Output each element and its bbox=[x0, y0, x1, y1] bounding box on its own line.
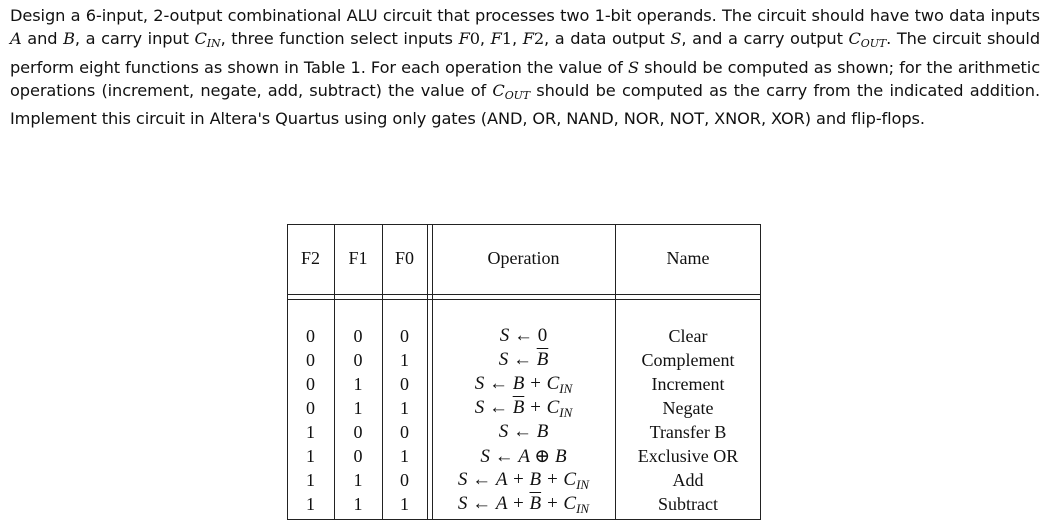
row3-operation: S ← B + CIN bbox=[474, 397, 573, 420]
problem-text-9: . The circuit should perform eight funct… bbox=[10, 29, 1041, 77]
f2-digit: 2 bbox=[533, 29, 545, 49]
row3-f0: 1 bbox=[400, 398, 409, 418]
col-divider-1 bbox=[334, 224, 335, 520]
row7-f2: 1 bbox=[306, 494, 315, 514]
row1-f1: 0 bbox=[353, 350, 363, 370]
row3-f1: 1 bbox=[353, 398, 363, 418]
row6-name: Add bbox=[672, 470, 704, 490]
f1-digit: 1 bbox=[501, 29, 512, 49]
header-rule-1 bbox=[287, 294, 761, 295]
header-name: Name bbox=[666, 248, 710, 268]
var-a: A bbox=[10, 29, 22, 49]
row5-f1: 0 bbox=[353, 446, 363, 466]
row7-operation: S ← A + B + CIN bbox=[457, 493, 590, 516]
row4-f1: 0 bbox=[353, 422, 363, 442]
function-table: F2 F1 F0 Operation Name 0 0 0 S ← 0 Clea… bbox=[287, 224, 761, 520]
header-f0: F0 bbox=[394, 248, 414, 268]
row4-operation: S ← B bbox=[498, 421, 549, 442]
table-frame bbox=[287, 224, 761, 520]
row2-f2: 0 bbox=[306, 374, 315, 394]
row3-op-expr: B + C bbox=[512, 397, 560, 418]
col-divider-4 bbox=[615, 224, 616, 520]
cin-symbol: C bbox=[194, 29, 207, 49]
header-operation: Operation bbox=[487, 248, 560, 268]
problem-text-2: and bbox=[21, 29, 64, 49]
row7-op-expr: A + B + C bbox=[495, 493, 577, 514]
row7-f0: 1 bbox=[400, 494, 409, 514]
row3-name: Negate bbox=[662, 398, 714, 418]
problem-text-10: should be computed as shown; for the ari… bbox=[10, 57, 1040, 100]
row0-f1: 0 bbox=[353, 326, 363, 346]
row1-operation: S ← B bbox=[498, 349, 549, 370]
row0-f0: 0 bbox=[400, 326, 409, 346]
f2-symbol: F bbox=[522, 29, 534, 49]
cout-symbol-2: C bbox=[492, 80, 505, 100]
row2-f1: 1 bbox=[353, 374, 363, 394]
row3-f2: 0 bbox=[306, 398, 315, 418]
problem-text-11: should be computed as the carry from the… bbox=[10, 80, 1040, 129]
row4-f2: 1 bbox=[306, 422, 315, 442]
problem-text-5: , bbox=[479, 29, 491, 49]
cout-subscript-2: OUT bbox=[504, 88, 531, 102]
problem-text-7: , a data output bbox=[544, 29, 671, 49]
problem-text-3: , a carry input bbox=[74, 29, 195, 49]
row6-f2: 1 bbox=[306, 470, 315, 490]
row2-f0: 0 bbox=[400, 374, 409, 394]
problem-text-6: , bbox=[511, 29, 523, 49]
row6-f1: 1 bbox=[353, 470, 363, 490]
var-s: S bbox=[670, 29, 682, 49]
header-rule-2 bbox=[287, 299, 761, 300]
col-divider-3 bbox=[427, 224, 428, 520]
header-f2: F2 bbox=[300, 248, 320, 268]
header-f1: F1 bbox=[348, 248, 368, 268]
var-s-2: S bbox=[627, 57, 639, 77]
row2-operation: S ← B + CIN bbox=[474, 373, 573, 396]
cout-symbol: C bbox=[848, 29, 861, 49]
problem-statement: Design a 6-input, 2-output combinational… bbox=[10, 4, 1040, 130]
row4-f0: 0 bbox=[400, 422, 409, 442]
row2-name: Increment bbox=[651, 374, 725, 394]
row1-name: Complement bbox=[641, 350, 735, 370]
problem-text-8: , and a carry output bbox=[681, 29, 849, 49]
f0-digit: 0 bbox=[469, 29, 480, 49]
col-divider-2 bbox=[382, 224, 383, 520]
row6-operation: S ← A + B + CIN bbox=[457, 469, 590, 492]
col-divider-3b bbox=[432, 224, 433, 520]
row7-name: Subtract bbox=[658, 494, 718, 514]
f0-symbol: F bbox=[458, 29, 470, 49]
row0-operation: S ← 0 bbox=[499, 325, 548, 346]
cout-subscript: OUT bbox=[860, 37, 887, 51]
row5-operation: S ← A ⊕ B bbox=[480, 446, 567, 467]
row0-name: Clear bbox=[668, 326, 708, 346]
problem-text-4: , three function select inputs bbox=[220, 29, 459, 49]
row5-f2: 1 bbox=[306, 446, 315, 466]
row6-f0: 0 bbox=[400, 470, 409, 490]
var-b: B bbox=[63, 29, 75, 49]
row5-f0: 1 bbox=[400, 446, 409, 466]
row4-name: Transfer B bbox=[649, 422, 727, 442]
row1-f2: 0 bbox=[306, 350, 315, 370]
cin-subscript: IN bbox=[206, 37, 221, 51]
problem-text-1: Design a 6-input, 2-output combinational… bbox=[10, 6, 1040, 25]
row7-f1: 1 bbox=[353, 494, 363, 514]
row5-name: Exclusive OR bbox=[637, 446, 739, 466]
f1-symbol: F bbox=[490, 29, 502, 49]
row0-f2: 0 bbox=[306, 326, 315, 346]
row1-f0: 1 bbox=[400, 350, 409, 370]
